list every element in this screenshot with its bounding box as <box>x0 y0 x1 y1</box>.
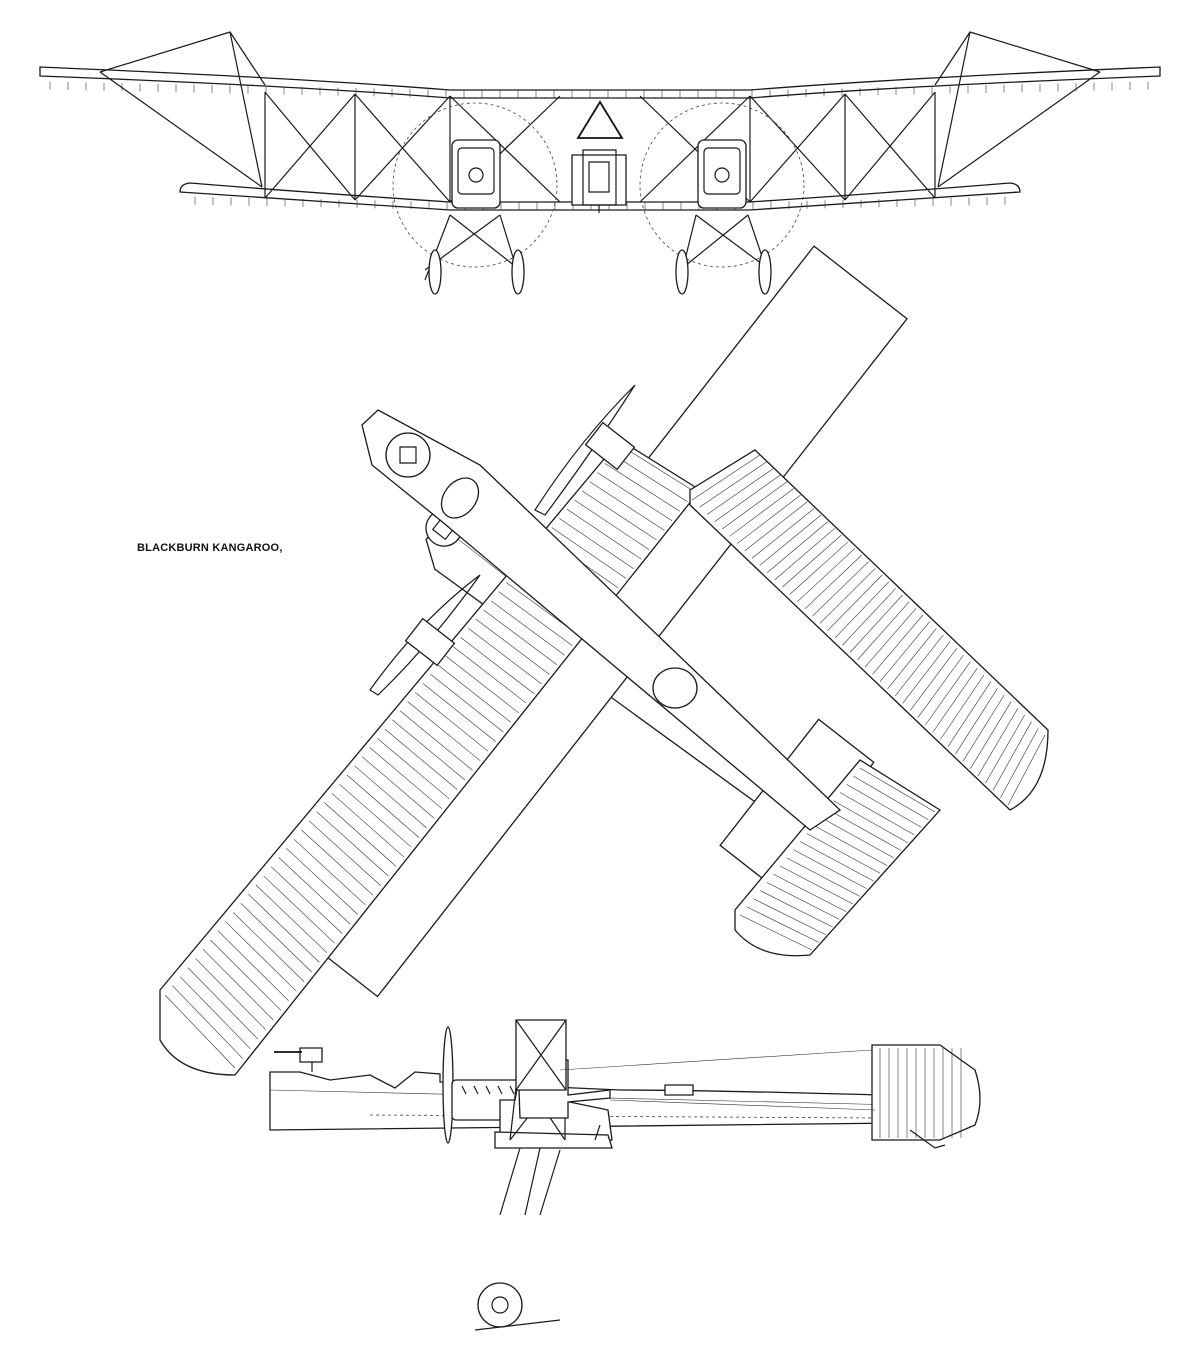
side-lower-wing <box>495 1132 612 1148</box>
side-nose-gun <box>274 1048 322 1072</box>
side-tail-skid <box>910 1130 945 1148</box>
front-lower-wing <box>180 183 1020 210</box>
side-dorsal-gun <box>665 1085 693 1095</box>
front-right-nacelle <box>640 103 804 294</box>
plan-starboard-outer-wing-ribs <box>740 768 935 950</box>
plan-upper-wing-ribs <box>692 455 1045 805</box>
plan-rear-gun-ring <box>653 668 697 708</box>
plan-cockpit <box>434 471 486 525</box>
side-view <box>270 1020 980 1330</box>
front-fuselage <box>572 102 626 213</box>
plan-fuselage-body <box>362 410 840 830</box>
plan-lower-nacelle <box>406 619 455 666</box>
front-right-overhang-cabane <box>935 32 1100 187</box>
front-interplane-struts <box>265 92 935 202</box>
front-left-overhang-cabane <box>100 32 265 187</box>
plan-view <box>160 162 1102 1148</box>
front-upper-wing-ribs <box>50 82 1148 98</box>
plan-nose-ring <box>386 433 430 477</box>
plan-upper-wing <box>690 450 1048 810</box>
drawing-title: BLACKBURN KANGAROO, <box>137 542 283 554</box>
side-rudder-ribs <box>880 1048 961 1138</box>
plan-propeller-lower <box>370 575 480 695</box>
plan-upper-nacelle <box>586 423 635 470</box>
front-view <box>40 32 1160 294</box>
front-upper-wing <box>40 67 1160 98</box>
side-tail-fin <box>872 1045 980 1140</box>
side-undercarriage <box>475 1148 560 1330</box>
plan-propeller-upper <box>535 385 635 515</box>
front-left-nacelle <box>393 103 557 294</box>
